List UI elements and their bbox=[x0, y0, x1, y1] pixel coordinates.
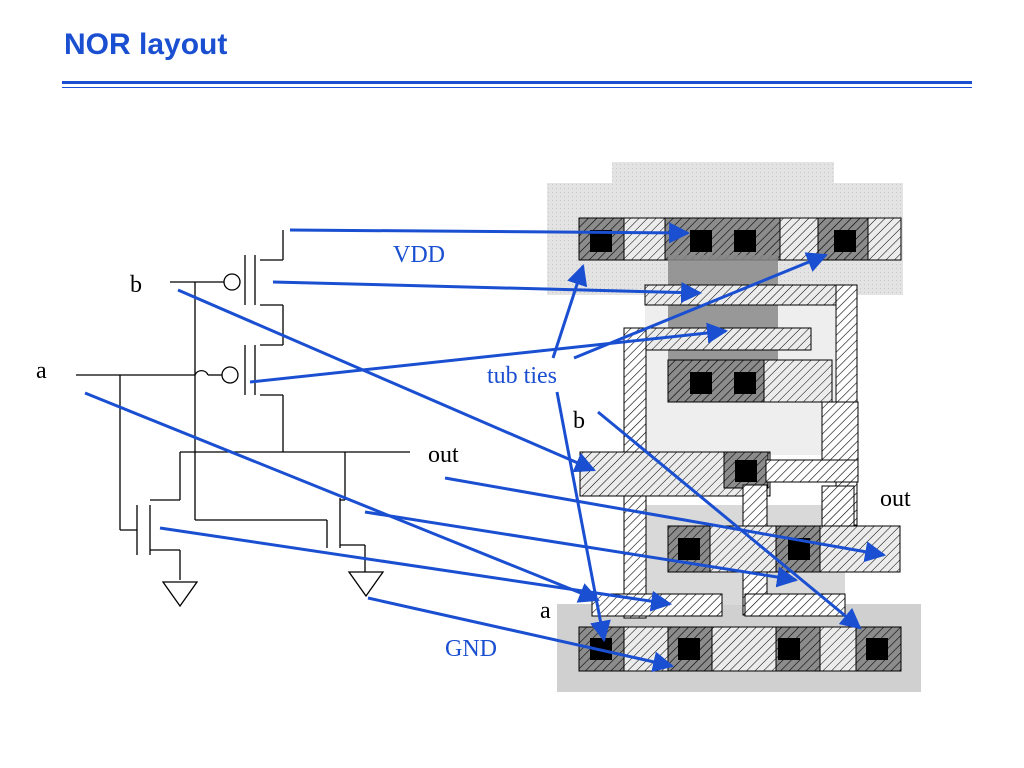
pmos-a-bubble bbox=[221, 366, 239, 384]
b-input-connector bbox=[765, 459, 859, 483]
layout-label-a: a bbox=[540, 598, 551, 624]
layout-label-out: out bbox=[880, 486, 911, 512]
schematic bbox=[76, 230, 410, 608]
ground-symbol-right bbox=[347, 571, 385, 598]
contact bbox=[735, 460, 757, 482]
layout-label-gnd: GND bbox=[445, 636, 497, 662]
annotation-arrows bbox=[84, 222, 887, 673]
contact bbox=[778, 638, 800, 660]
title-underline-thin bbox=[62, 87, 972, 88]
contact bbox=[734, 230, 756, 252]
contact bbox=[678, 538, 700, 560]
arrow-vdd bbox=[289, 222, 691, 244]
contact bbox=[690, 372, 712, 394]
slide-title: NOR layout bbox=[64, 28, 228, 61]
out-output bbox=[821, 485, 855, 529]
schematic-label-a: a bbox=[36, 358, 47, 384]
arrow-tub-tie-gnd bbox=[555, 391, 611, 643]
arrow-nmos-a-gate bbox=[159, 526, 673, 612]
arrow-tub-tie-vdd-left bbox=[551, 264, 588, 359]
arrow-nmos-b-gate bbox=[364, 510, 799, 588]
arrow-gnd bbox=[367, 596, 675, 673]
gate-a-lower bbox=[591, 593, 723, 617]
arrow-tub-tie-vdd-right bbox=[573, 252, 828, 360]
out-metal bbox=[821, 401, 859, 463]
layout-label-vdd: VDD bbox=[393, 242, 445, 268]
gnd-rail bbox=[578, 626, 902, 672]
ground-symbol-left bbox=[161, 581, 199, 608]
contact bbox=[678, 638, 700, 660]
contact bbox=[690, 230, 712, 252]
arrow-pmos-b-gate bbox=[272, 280, 703, 304]
poly-b-top bbox=[644, 284, 858, 306]
vdd-rail-metal bbox=[664, 217, 781, 261]
contact bbox=[590, 230, 612, 252]
arrow-pmos-a-gate bbox=[249, 322, 729, 384]
arrow-a-input bbox=[84, 391, 600, 603]
pmos-b-bubble bbox=[223, 273, 241, 291]
layout-label-tub-ties: tub ties bbox=[487, 363, 557, 389]
contact bbox=[788, 538, 810, 560]
contacts bbox=[590, 230, 888, 660]
arrow-out bbox=[444, 476, 887, 563]
contact bbox=[734, 372, 756, 394]
layout-label-b: b bbox=[573, 408, 585, 434]
layout-drawing bbox=[547, 162, 921, 692]
arrow-b-input bbox=[177, 288, 596, 473]
title-underline bbox=[62, 81, 972, 84]
schematic-label-out: out bbox=[428, 442, 459, 468]
schematic-label-b: b bbox=[130, 272, 142, 298]
gate-b-lower bbox=[744, 593, 846, 617]
arrow-b-layout bbox=[597, 410, 862, 630]
contact bbox=[834, 230, 856, 252]
contact bbox=[866, 638, 888, 660]
